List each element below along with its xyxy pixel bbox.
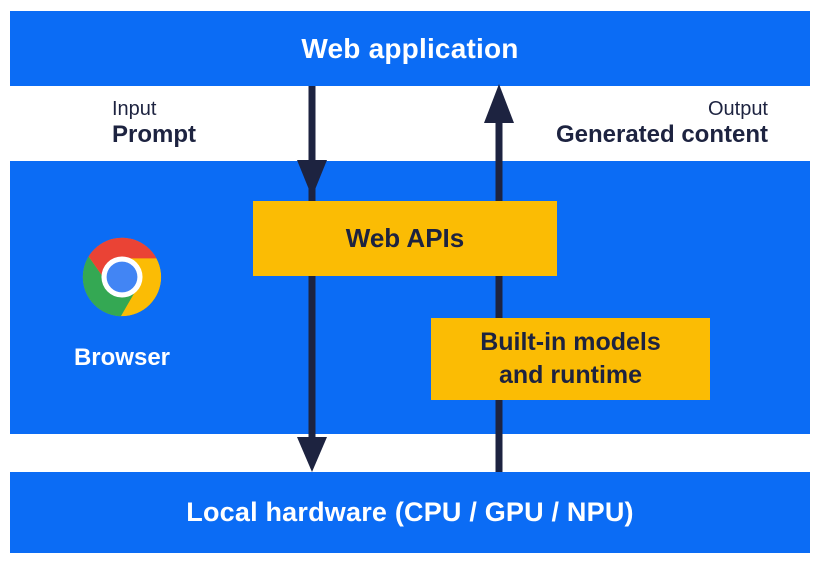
builtin-models-label-line1: Built-in models bbox=[480, 328, 661, 356]
output-generated-content-label: Output Generated content bbox=[556, 97, 768, 149]
output-label: Output bbox=[707, 98, 768, 120]
prompt-label: Prompt bbox=[112, 121, 196, 148]
builtin-models-label-line2: and runtime bbox=[498, 361, 643, 389]
input-label: Input bbox=[112, 98, 157, 120]
input-prompt-label: Input Prompt bbox=[112, 97, 196, 149]
local-hardware-bar: Local hardware (CPU / GPU / NPU) bbox=[10, 472, 810, 553]
generated-content-label: Generated content bbox=[555, 121, 768, 148]
browser-label: Browser bbox=[73, 344, 171, 371]
chrome-browser-icon bbox=[82, 237, 162, 317]
web-application-label: Web application bbox=[301, 32, 519, 64]
web-application-bar: Web application bbox=[10, 11, 810, 86]
browser-group: Browser bbox=[40, 235, 204, 372]
builtin-models-box: Built-in models and runtime bbox=[431, 318, 710, 400]
web-apis-label: Web APIs bbox=[345, 223, 465, 253]
local-hardware-label: Local hardware (CPU / GPU / NPU) bbox=[186, 497, 634, 527]
web-apis-box: Web APIs bbox=[253, 201, 557, 276]
